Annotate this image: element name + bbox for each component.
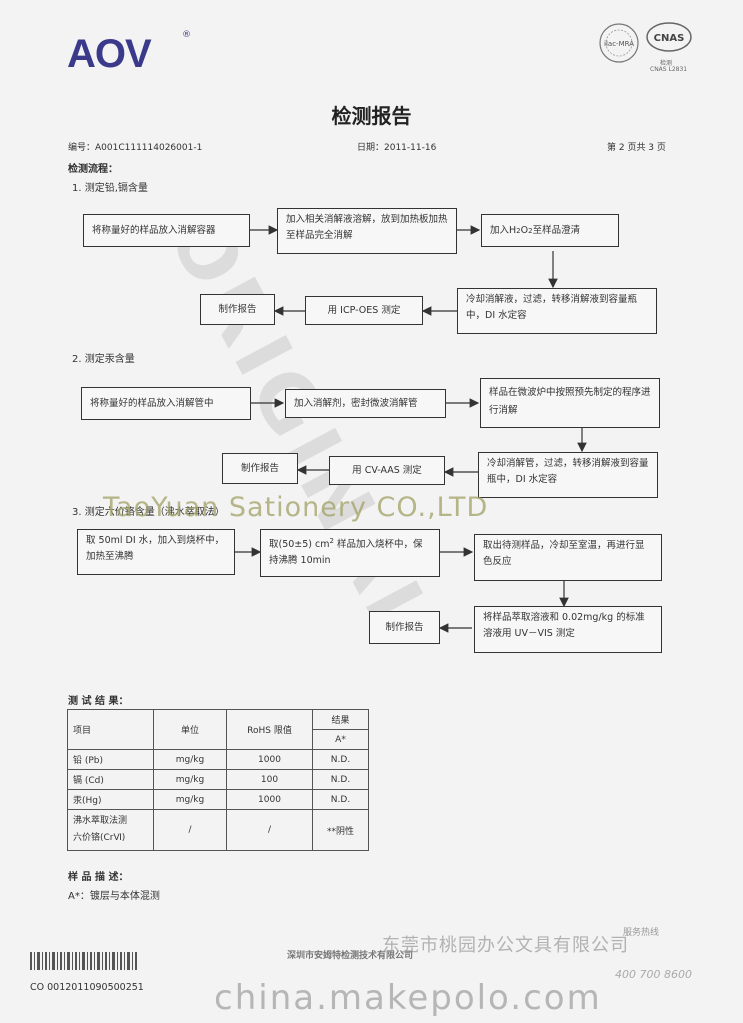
chinese-company-watermark: 东莞市桃园办公文具有限公司 [382,935,629,956]
row-limit: 100 [226,769,313,790]
header-unit: 单位 [153,709,227,750]
s3-step-sample-a: 取(50±5) cm [269,539,330,551]
ilac-mra-text: ilac-MRA [604,40,634,48]
s3-step-cool: 取出待测样品，冷却至室温，再进行显色反应 [474,534,662,581]
report-title: 检测报告 [331,104,412,128]
makepolo-watermark: china.makepolo.com [214,978,602,1018]
s3-step-sample: 取(50±5) cm2 样品加入烧杯中，保持沸腾 10min [260,529,440,577]
s1-step-h2o2-sub2: 2 [528,226,533,235]
s3-step-sample-b: 样品加入烧杯中，保持沸腾 10min [269,539,423,567]
cert-caption-1: 检测 [660,60,673,67]
table-row: 沸水萃取法测 六价铬(CrⅥ) / / **阴性 [67,809,369,851]
aov-logo: AOV [67,32,152,76]
section1-heading: 1. 测定铅,镉含量 [72,183,148,194]
flow-title: 检测流程： [68,164,118,175]
row-item-crvi: 沸水萃取法测 六价铬(CrⅥ) [67,809,154,851]
s1-step-weigh: 将称量好的样品放入消解容器 [83,214,250,247]
row-unit: mg/kg [153,769,227,790]
section2-heading: 2. 测定汞含量 [72,354,135,365]
s1-step-report: 制作报告 [200,294,275,325]
s1-step-icp: 用 ICP-OES 测定 [305,296,423,325]
table-header-row: 项目 单位 RoHS 限值 结果 [67,709,369,750]
row-item: 镉 (Cd) [67,769,154,790]
barcode-number: CO 0012011090500251 [30,982,144,993]
registered-mark: ® [182,30,191,40]
s2-step-filter: 冷却消解管，过滤，转移消解液到容量瓶中，DI 水定容 [478,452,658,498]
header-result: 结果 [312,709,369,730]
s1-step-filter: 冷却消解液，过滤，转移消解液到容量瓶中，DI 水定容 [457,288,657,334]
cnas-logo: CNAS [645,20,693,56]
row-result: N.D. [312,749,369,770]
row-unit: / [153,809,227,851]
ilac-mra-logo: ilac-MRA [598,22,640,64]
header-sample: A* [312,729,369,750]
s3-step-uvvis: 将样品萃取溶液和 0.02mg/kg 的标准溶液用 UV－VIS 测定 [474,606,662,653]
row-limit: 1000 [226,749,313,770]
s2-step-seal: 加入消解剂，密封微波消解管 [285,389,446,418]
s1-step-digest: 加入相关消解液溶解，放到加热板加热至样品完全消解 [277,208,457,254]
page-indicator: 第 2 页共 3 页 [607,143,666,153]
s2-step-cvaas: 用 CV-AAS 测定 [329,456,445,485]
sample-desc-title: 样 品 描 述： [68,872,129,883]
header-item: 项目 [67,709,154,750]
row-result: **阴性 [312,809,369,851]
s1-step-h2o2-h: H [509,224,517,236]
report-date: 日期：2011-11-16 [357,143,437,153]
table-row: 铅 (Pb) mg/kg 1000 N.D. [67,749,369,770]
row-limit: 1000 [226,789,313,810]
sample-desc-text: A*：镀层与本体混测 [68,891,160,902]
s3-step-boil: 取 50ml DI 水，加入到烧杯中，加热至沸腾 [77,529,235,575]
s2-step-report: 制作报告 [222,453,298,484]
s1-step-h2o2-sub1: 2 [516,226,521,235]
hotline-label: 服务热线 [623,928,660,938]
section3-heading: 3. 测定六价铬含量（沸水萃取法） [72,507,225,518]
row-item-line1: 沸水萃取法测 [73,816,128,826]
row-item-line2: 六价铬(CrⅥ) [73,833,126,843]
results-title: 测 试 结 果： [68,696,129,707]
s1-step-h2o2-pre: 加入 [490,224,510,236]
header-limit: RoHS 限值 [226,709,313,750]
taoyuan-watermark: TaoYuan Sationery CO.,LTD [103,492,489,523]
s1-step-h2o2-o: O [520,224,529,236]
row-item: 铅 (Pb) [67,749,154,770]
barcode [30,952,140,976]
s2-step-microwave: 样品在微波炉中按照预先制定的程序进行消解 [480,378,660,428]
s3-step-report: 制作报告 [369,611,440,644]
hotline-number: 400 700 8600 [615,968,692,981]
row-result: N.D. [312,769,369,790]
results-table: 项目 单位 RoHS 限值 结果 A* 铅 (Pb) mg/kg 1000 N.… [67,709,369,851]
row-limit: / [226,809,313,851]
report-number: 编号：A001C111114026001-1 [68,143,203,153]
cert-caption-2: CNAS L2831 [650,66,688,73]
s2-step-weigh: 将称量好的样品放入消解管中 [81,387,251,420]
table-row: 镉 (Cd) mg/kg 100 N.D. [67,769,369,790]
table-subheader-row: A* [68,729,369,750]
s3-step-sample-sup: 2 [329,537,334,545]
row-item: 汞(Hg) [67,789,154,810]
s1-step-h2o2-post: 至样品澄清 [532,224,581,236]
table-row: 汞(Hg) mg/kg 1000 N.D. [67,789,369,810]
row-result: N.D. [312,789,369,810]
cnas-text: CNAS [654,33,685,44]
company-name: 深圳市安姆特检测技术有限公司 [287,951,414,961]
row-unit: mg/kg [153,749,227,770]
row-unit: mg/kg [153,789,227,810]
